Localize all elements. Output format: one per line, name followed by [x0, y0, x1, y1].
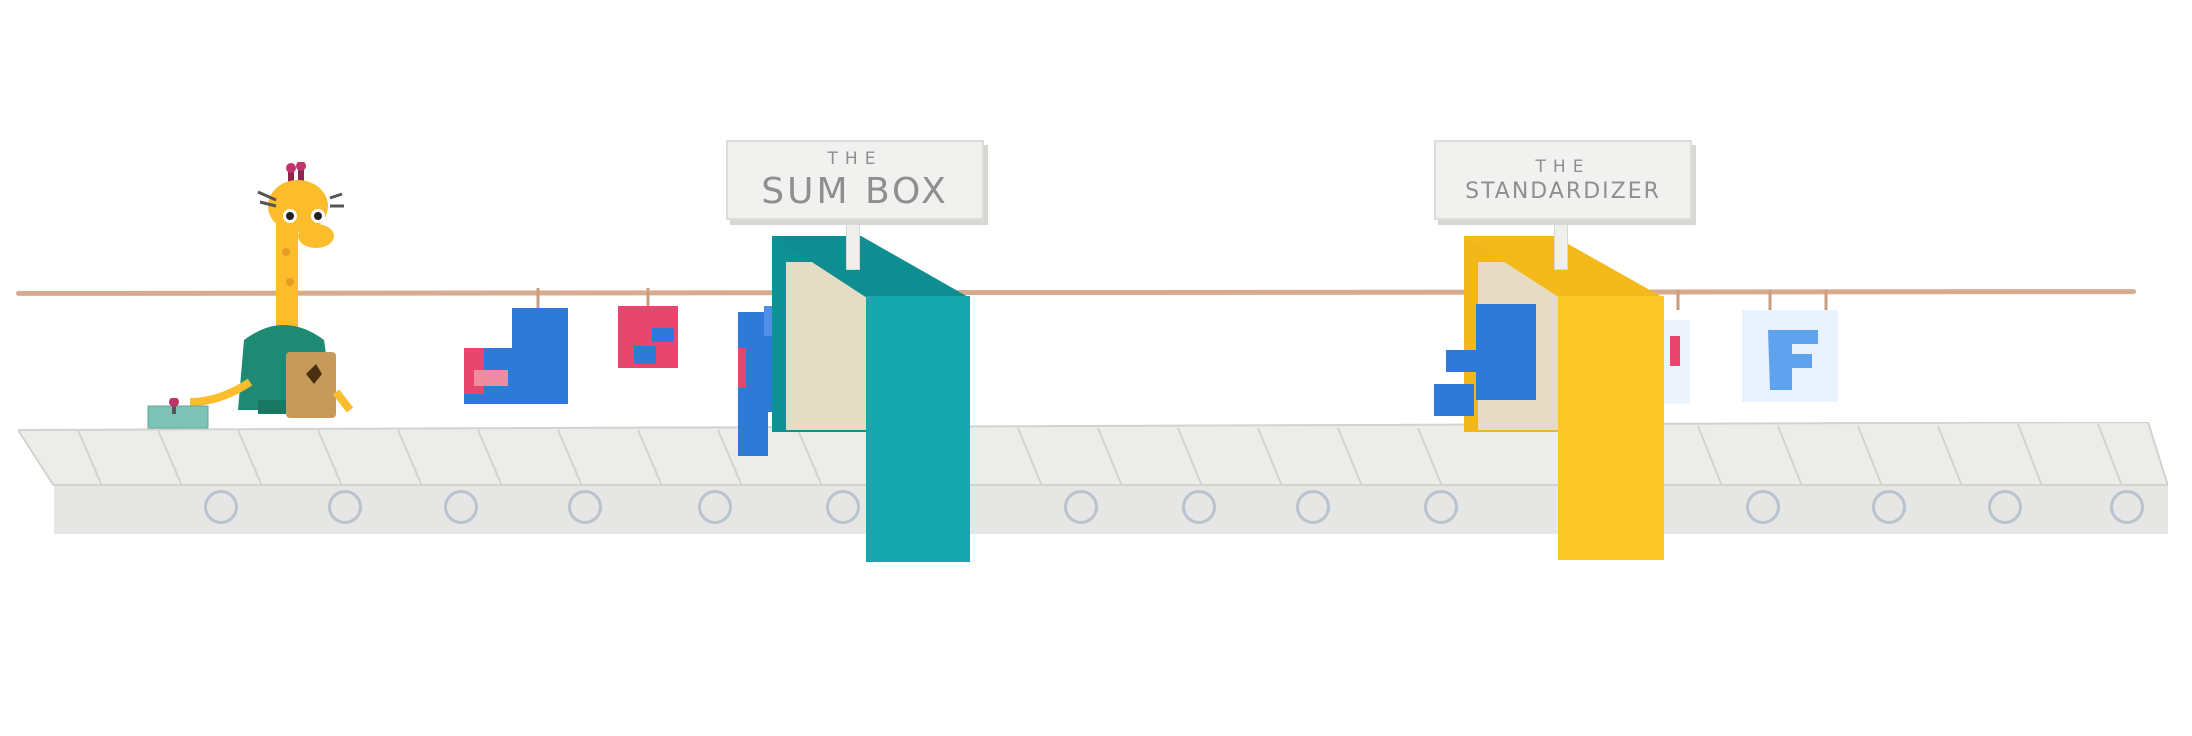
standardizer-sign-pole: [1554, 214, 1568, 270]
roller: [2110, 490, 2144, 524]
roller: [698, 490, 732, 524]
giraffe-icon: [189, 162, 354, 418]
standardizer-sign-the: THE: [1535, 156, 1591, 177]
roller: [328, 490, 362, 524]
clipboard-icon: [286, 352, 336, 418]
card-entering-standardizer: [1434, 304, 1536, 416]
sum-box-sign: THE SUM BOX: [726, 140, 984, 220]
hanging-card-blue-pink: [464, 288, 568, 404]
sum-box-opening: [786, 262, 866, 430]
roller: [1064, 490, 1098, 524]
sum-box-sign-pole: [846, 214, 860, 270]
roller: [1872, 490, 1906, 524]
sum-box: [866, 296, 970, 562]
roller: [826, 490, 860, 524]
sum-box-sign-the: THE: [827, 148, 883, 169]
sum-box-sign-title: SUM BOX: [761, 170, 949, 212]
card-exiting-standardizer: [1664, 290, 1690, 404]
roller: [1746, 490, 1780, 524]
roller: [1424, 490, 1458, 524]
roller: [1296, 490, 1330, 524]
roller: [568, 490, 602, 524]
hanging-card-standardized: [1742, 290, 1838, 402]
roller: [1182, 490, 1216, 524]
roller: [444, 490, 478, 524]
standardizer-sign: THE STANDARDIZER: [1434, 140, 1692, 220]
standardizer-sign-title: STANDARDIZER: [1465, 178, 1661, 204]
standardizer: [1558, 296, 1664, 560]
roller: [204, 490, 238, 524]
conveyor-belt-front: [54, 484, 2168, 534]
hanging-card-pink: [618, 288, 678, 368]
roller: [1988, 490, 2022, 524]
lever-icon: [147, 398, 209, 429]
